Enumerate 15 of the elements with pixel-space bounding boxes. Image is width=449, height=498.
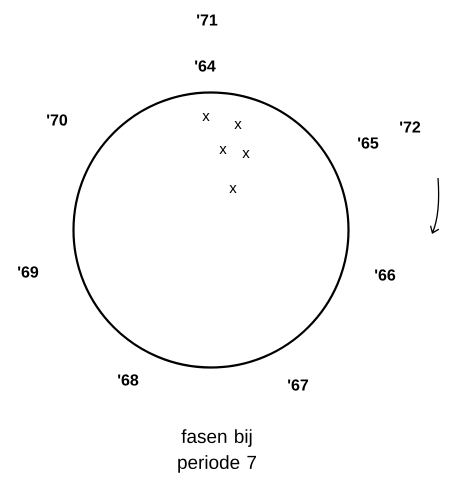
year-label: '66 [375, 269, 396, 281]
year-label: '72 [400, 121, 420, 133]
year-label: '68 [118, 374, 138, 386]
data-mark: x [219, 146, 227, 154]
year-label: '67 [288, 379, 308, 391]
data-mark: x [229, 185, 237, 193]
data-mark: x [242, 150, 250, 158]
year-label: '65 [358, 137, 378, 149]
year-label: '69 [18, 266, 38, 278]
year-label: '71 [197, 14, 218, 26]
year-label: '64 [195, 60, 216, 72]
caption: fasen bij periode 7 [178, 429, 256, 473]
year-label: '70 [47, 114, 68, 126]
data-mark: x [202, 113, 210, 121]
data-mark: x [234, 121, 242, 129]
